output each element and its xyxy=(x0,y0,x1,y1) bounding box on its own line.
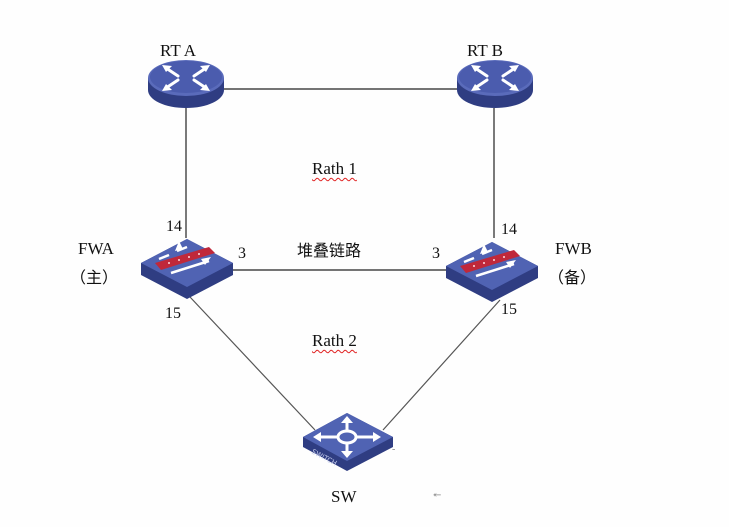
fwb-port-14: 14 xyxy=(501,221,517,238)
fwa-port-14: 14 xyxy=(166,218,182,235)
path-1-text: Rath 1 xyxy=(312,159,357,178)
firewall-a-label: FWA xyxy=(78,239,114,258)
path-2-text: Rath 2 xyxy=(312,331,357,350)
firewall-b-role: （备） xyxy=(548,268,597,287)
link-fwb-sw xyxy=(382,299,501,431)
firewall-b-label: FWB xyxy=(555,239,592,258)
router-b-icon xyxy=(457,60,533,108)
fwa-port-15: 15 xyxy=(165,305,181,322)
fwb-port-15: 15 xyxy=(501,301,517,318)
stack-link-label: 堆叠链路 xyxy=(297,241,362,260)
router-a-icon xyxy=(148,60,224,108)
router-b-label: RT B xyxy=(467,41,503,60)
fwa-port-3: 3 xyxy=(238,245,246,262)
fwb-port-3: 3 xyxy=(432,245,440,262)
stray-dot: - xyxy=(392,444,396,455)
firewall-a-icon xyxy=(141,239,233,299)
switch-label: SW xyxy=(331,487,357,506)
paragraph-mark-icon: ↞ xyxy=(433,490,442,501)
switch-icon: SWITCH xyxy=(303,413,393,471)
path-1-label: Rath 1 xyxy=(312,160,357,177)
router-a-label: RT A xyxy=(160,41,196,60)
path-2-label: Rath 2 xyxy=(312,332,357,349)
link-fwa-sw xyxy=(189,296,316,431)
firewall-a-role: （主） xyxy=(70,268,119,287)
firewall-b-icon xyxy=(446,242,538,302)
